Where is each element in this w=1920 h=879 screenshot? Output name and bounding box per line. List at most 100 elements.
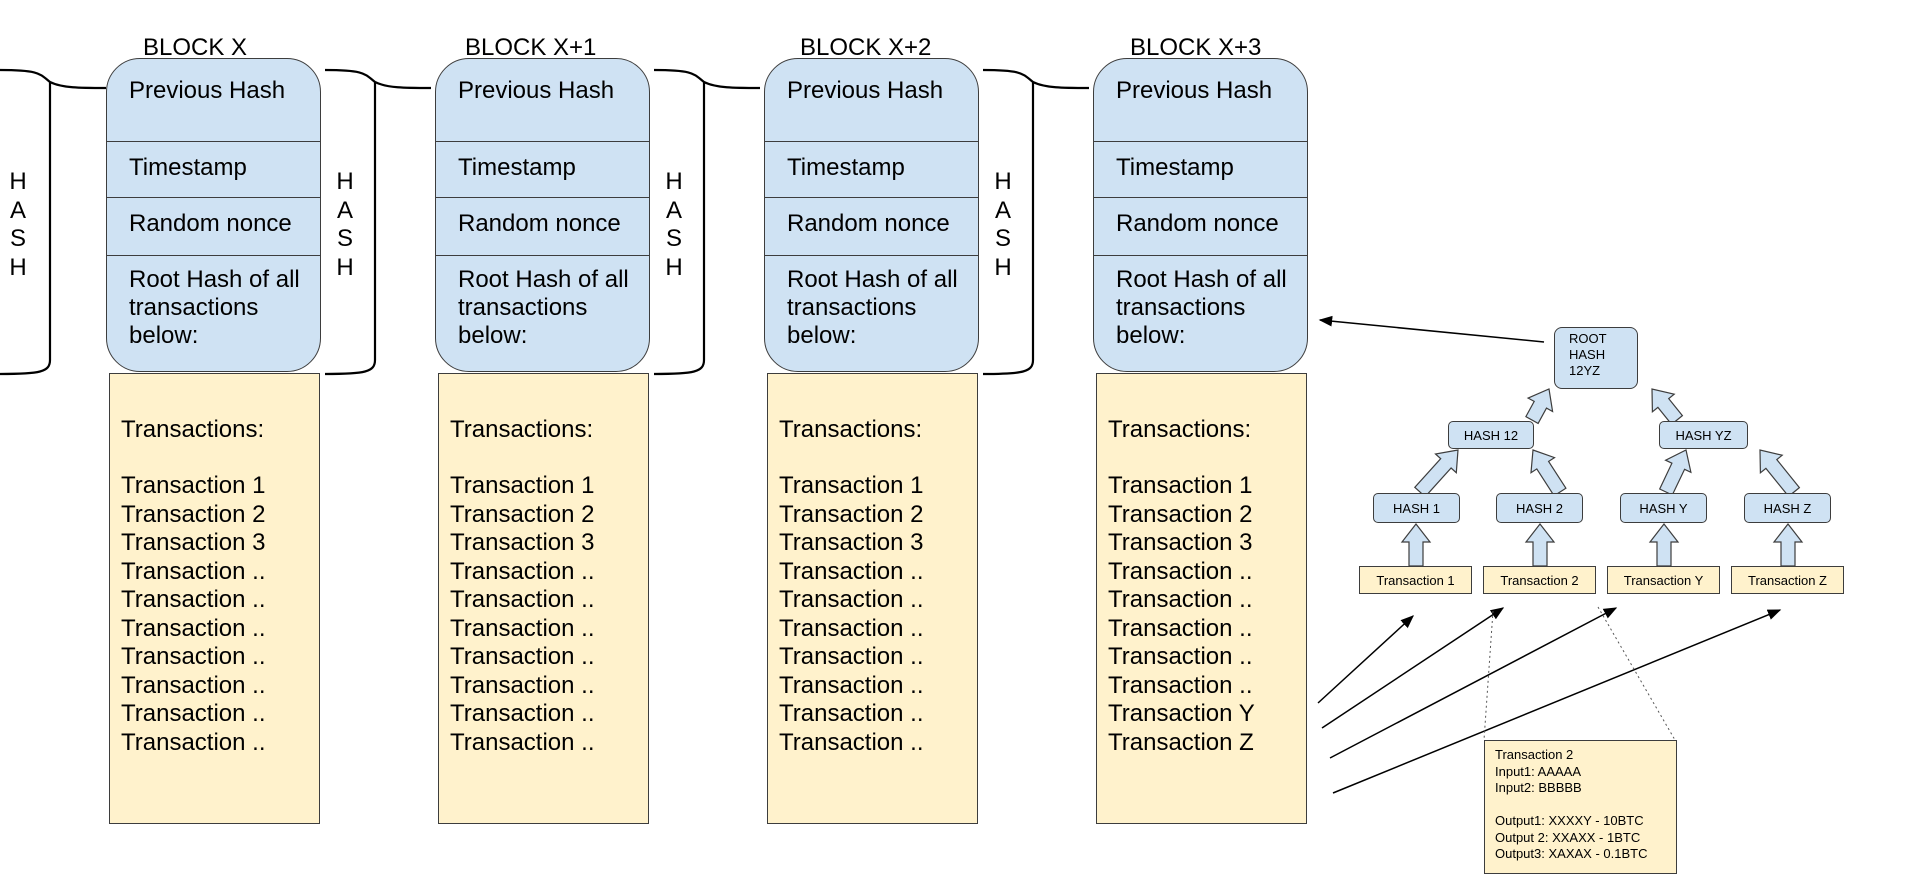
root-hash-arrow bbox=[1318, 315, 1545, 343]
merkle-hash-node: HASH 12 bbox=[1448, 421, 1534, 449]
transaction-item: Transaction .. bbox=[1108, 557, 1253, 585]
transaction-item: Transaction .. bbox=[1108, 643, 1253, 670]
hash-brace bbox=[324, 68, 432, 376]
header-field-label: Root Hash of all transactions below: bbox=[787, 266, 958, 349]
transaction-detail-line: Output 2: XXAXX - 1BTC bbox=[1495, 829, 1641, 845]
transaction-item: Transaction 3 bbox=[121, 529, 266, 556]
block-title: BLOCK X+3 bbox=[1130, 34, 1262, 61]
transactions-title: Transactions: bbox=[1108, 416, 1252, 443]
header-field-label: Random nonce bbox=[787, 210, 950, 237]
merkle-root-line: HASH bbox=[1569, 347, 1606, 362]
transaction-item: Transaction 2 bbox=[121, 500, 266, 528]
transaction-item: Transaction .. bbox=[121, 557, 266, 585]
transaction-item: Transaction .. bbox=[1108, 671, 1253, 699]
hash-label: H A S H bbox=[994, 168, 1012, 281]
header-field-label: Random nonce bbox=[129, 210, 292, 237]
hash-label: H A S H bbox=[9, 168, 27, 281]
transactions-title: Transactions: bbox=[121, 416, 265, 443]
header-field: Previous Hash bbox=[1094, 59, 1307, 141]
header-field: Root Hash of all transactions below: bbox=[436, 255, 649, 371]
transaction-item: Transaction .. bbox=[779, 557, 924, 585]
transaction-item: Transaction .. bbox=[1108, 586, 1253, 613]
merkle-hash-node: HASH Y bbox=[1620, 493, 1707, 523]
merkle-leaf-node: Transaction 1 bbox=[1359, 566, 1472, 594]
transaction-item: Transaction 3 bbox=[450, 529, 595, 556]
merkle-hash-node: HASH 2 bbox=[1496, 493, 1583, 523]
transaction-item: Transaction 1 bbox=[779, 472, 924, 499]
transaction-item: Transaction Y bbox=[1108, 700, 1255, 727]
transaction-item: Transaction 2 bbox=[450, 500, 595, 528]
header-field: Timestamp bbox=[765, 141, 978, 198]
header-field-label: Previous Hash bbox=[787, 77, 944, 104]
transaction-item: Transaction .. bbox=[121, 586, 266, 613]
transaction-item: Transaction .. bbox=[121, 643, 266, 670]
transaction-item: Transaction .. bbox=[121, 671, 266, 699]
header-field-label: Random nonce bbox=[1116, 210, 1279, 237]
header-field-label: Timestamp bbox=[1116, 154, 1234, 181]
detail-guide-line bbox=[1483, 610, 1494, 741]
transaction-item: Transaction .. bbox=[450, 671, 595, 699]
transactions-title: Transactions: bbox=[779, 416, 923, 443]
header-field-label: Timestamp bbox=[129, 154, 247, 181]
header-field-label: Previous Hash bbox=[458, 77, 615, 104]
transaction-item: Transaction .. bbox=[121, 614, 266, 642]
header-field: Timestamp bbox=[107, 141, 320, 198]
transaction-item: Transaction .. bbox=[121, 728, 266, 756]
header-field: Random nonce bbox=[436, 197, 649, 256]
header-field: Root Hash of all transactions below: bbox=[107, 255, 320, 371]
transaction-item: Transaction 2 bbox=[779, 500, 924, 528]
tree-block-arrow bbox=[1413, 449, 1459, 498]
transaction-item: Transaction .. bbox=[779, 700, 924, 727]
block-title: BLOCK X+1 bbox=[465, 34, 597, 61]
merkle-hash-node: HASH 1 bbox=[1373, 493, 1460, 523]
header-field-label: Random nonce bbox=[458, 210, 621, 237]
header-field-label: Root Hash of all transactions below: bbox=[1116, 266, 1287, 349]
transaction-item: Transaction 3 bbox=[779, 529, 924, 556]
header-field: Previous Hash bbox=[765, 59, 978, 141]
hash-label: H A S H bbox=[665, 168, 683, 281]
transaction-item: Transaction .. bbox=[450, 586, 595, 613]
block-title: BLOCK X+2 bbox=[800, 34, 932, 61]
transaction-detail-line: Input1: AAAAA bbox=[1495, 763, 1582, 779]
transaction-item: Transaction 3 bbox=[1108, 529, 1253, 556]
transaction-link-arrow bbox=[1321, 607, 1505, 729]
transaction-item: Transaction 1 bbox=[121, 472, 266, 499]
transaction-item: Transaction .. bbox=[121, 700, 266, 727]
transaction-link-arrow bbox=[1332, 609, 1782, 794]
transaction-detail-line: Output3: XAXAX - 0.1BTC bbox=[1495, 846, 1648, 861]
merkle-leaf-node: Transaction Y bbox=[1607, 566, 1720, 594]
header-field: Previous Hash bbox=[436, 59, 649, 141]
header-field: Timestamp bbox=[436, 141, 649, 198]
merkle-hash-node: HASH Z bbox=[1744, 493, 1831, 523]
transaction-item: Transaction .. bbox=[779, 614, 924, 642]
tree-block-arrow bbox=[1648, 523, 1680, 567]
hash-brace bbox=[0, 68, 107, 376]
transaction-detail-line: Input2: BBBBB bbox=[1495, 780, 1582, 795]
transaction-item: Transaction .. bbox=[450, 728, 595, 756]
header-field: Random nonce bbox=[1094, 197, 1307, 256]
tree-block-arrow bbox=[1530, 449, 1567, 497]
merkle-root-line: 12YZ bbox=[1569, 363, 1601, 378]
tree-block-arrow bbox=[1525, 388, 1554, 425]
hash-label: H A S H bbox=[336, 168, 354, 281]
detail-guide-line bbox=[1597, 606, 1676, 741]
header-field: Random nonce bbox=[107, 197, 320, 256]
transaction-link-arrow bbox=[1329, 607, 1618, 759]
tree-block-arrow bbox=[1651, 388, 1684, 426]
transaction-detail-line: Transaction 2 bbox=[1495, 747, 1574, 762]
transaction-item: Transaction .. bbox=[450, 643, 595, 670]
transaction-item: Transaction 2 bbox=[1108, 500, 1253, 528]
merkle-hash-node: HASH YZ bbox=[1659, 421, 1748, 449]
header-field-label: Timestamp bbox=[787, 154, 905, 181]
